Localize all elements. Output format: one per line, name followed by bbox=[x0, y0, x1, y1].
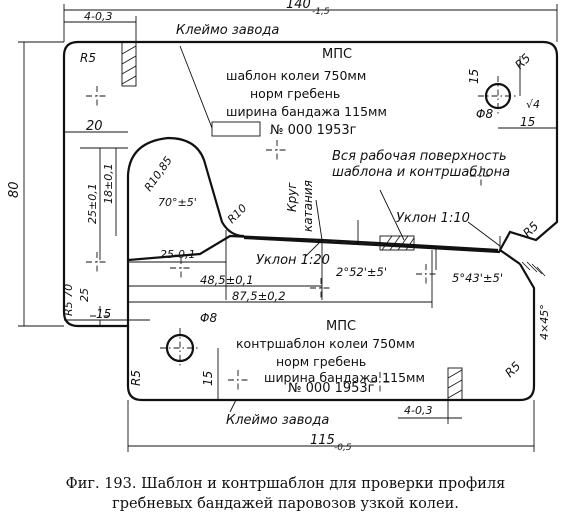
dim-87-5: 87,5±0,2 bbox=[232, 289, 286, 303]
centre-marks bbox=[86, 86, 492, 392]
dim-20: 20 bbox=[86, 119, 103, 134]
technical-drawing: МПС шаблон колеи 750мм норм гребень шири… bbox=[7, 0, 559, 453]
flange-profile bbox=[126, 136, 245, 260]
dim-r5-lower-right: R5 bbox=[502, 359, 523, 380]
template-stamp-label: Клеймо завода bbox=[176, 23, 279, 38]
dim-48-5: 48,5±0,1 bbox=[200, 273, 254, 287]
hatch-bottom-right bbox=[447, 367, 463, 401]
counter-template-outline bbox=[126, 263, 536, 402]
dim-15-right: 15 bbox=[520, 115, 535, 129]
dim-4-bottom: 4-0,3 bbox=[404, 404, 432, 417]
dim-140-tol: -1,5 bbox=[312, 7, 330, 17]
dim-4-top: 4-0,3 bbox=[84, 10, 112, 23]
dim-25-left: 25 bbox=[78, 288, 91, 302]
dim-80: 80 bbox=[7, 181, 22, 198]
dim-25: 25±0,1 bbox=[86, 183, 99, 224]
working-surface-text-2: шаблона и контршаблона bbox=[332, 165, 510, 180]
slope-1-10-text: Уклон 1:10 bbox=[396, 211, 470, 226]
dim-15-top-right: 15 bbox=[467, 69, 481, 84]
dim-115-tol: -0,5 bbox=[334, 443, 352, 453]
roughness-mark: √4 bbox=[526, 98, 540, 111]
dim-115: 115 bbox=[310, 433, 335, 448]
template-line3: ширина бандажа 115мм bbox=[226, 104, 387, 119]
dim-r10: R10 bbox=[225, 202, 249, 226]
counter-line3: ширина бандажа 115мм bbox=[264, 370, 425, 385]
template-outline bbox=[62, 40, 559, 328]
dim-r5-top-right: R5 bbox=[512, 51, 533, 72]
counter-serial: № 000 1953г bbox=[288, 381, 375, 396]
template-title: МПС bbox=[322, 47, 352, 62]
counter-line2: норм гребень bbox=[276, 354, 366, 369]
dim-phi8-top: Φ8 bbox=[476, 107, 493, 121]
working-surface-line bbox=[243, 236, 501, 254]
caption-line-2: гребневых бандажей паровозов узкой колеи… bbox=[112, 496, 459, 512]
counter-stamp-label: Клеймо завода bbox=[226, 413, 329, 428]
counter-title: МПС bbox=[326, 319, 356, 334]
dimension-lines bbox=[18, 4, 558, 452]
dim-angle2: 2°52'±5' bbox=[336, 265, 387, 279]
dim-25-b: 25-0,1 bbox=[160, 248, 195, 261]
counter-line1: контршаблон колеи 750мм bbox=[236, 336, 415, 351]
template-line1: шаблон колеи 750мм bbox=[226, 68, 366, 83]
dim-angle5: 5°43'±5' bbox=[452, 271, 503, 285]
dim-140: 140 bbox=[286, 0, 311, 12]
hatch-top-left bbox=[121, 41, 137, 87]
template-serial: № 000 1953г bbox=[270, 123, 357, 138]
hole-template bbox=[478, 76, 518, 116]
template-line2: норм гребень bbox=[250, 86, 340, 101]
hole-counter-template bbox=[160, 328, 200, 368]
working-surface-text-1: Вся рабочая поверхность bbox=[332, 149, 507, 164]
rolling-circle-text-1: Круг bbox=[285, 182, 299, 212]
dim-phi8-lower: Φ8 bbox=[200, 311, 217, 325]
figure-caption: Фиг. 193. Шаблон и контршаблон для прове… bbox=[10, 474, 561, 514]
dim-r5-lower-left: R5 bbox=[129, 370, 143, 386]
hatch-working-spot bbox=[379, 235, 415, 251]
stamp-box-template bbox=[211, 121, 261, 137]
dim-chamfer: 4×45° bbox=[538, 304, 551, 340]
dim-r5-70: R5 70 bbox=[62, 284, 75, 316]
slope-1-20-text: Уклон 1:20 bbox=[256, 253, 330, 268]
dim-angle70: 70°±5' bbox=[158, 196, 197, 209]
chamfer-hatch bbox=[521, 261, 546, 277]
dim-15-lower-left: 15 bbox=[96, 307, 111, 321]
caption-line-1: Фиг. 193. Шаблон и контршаблон для прове… bbox=[65, 476, 506, 492]
dim-15-lower-vertical: 15 bbox=[201, 371, 215, 386]
dim-r5-top-left: R5 bbox=[80, 51, 96, 65]
rolling-circle-text-2: катания bbox=[301, 180, 315, 232]
dim-r10-85: R10,85 bbox=[142, 154, 175, 194]
dim-18: 18±0,1 bbox=[102, 163, 115, 204]
